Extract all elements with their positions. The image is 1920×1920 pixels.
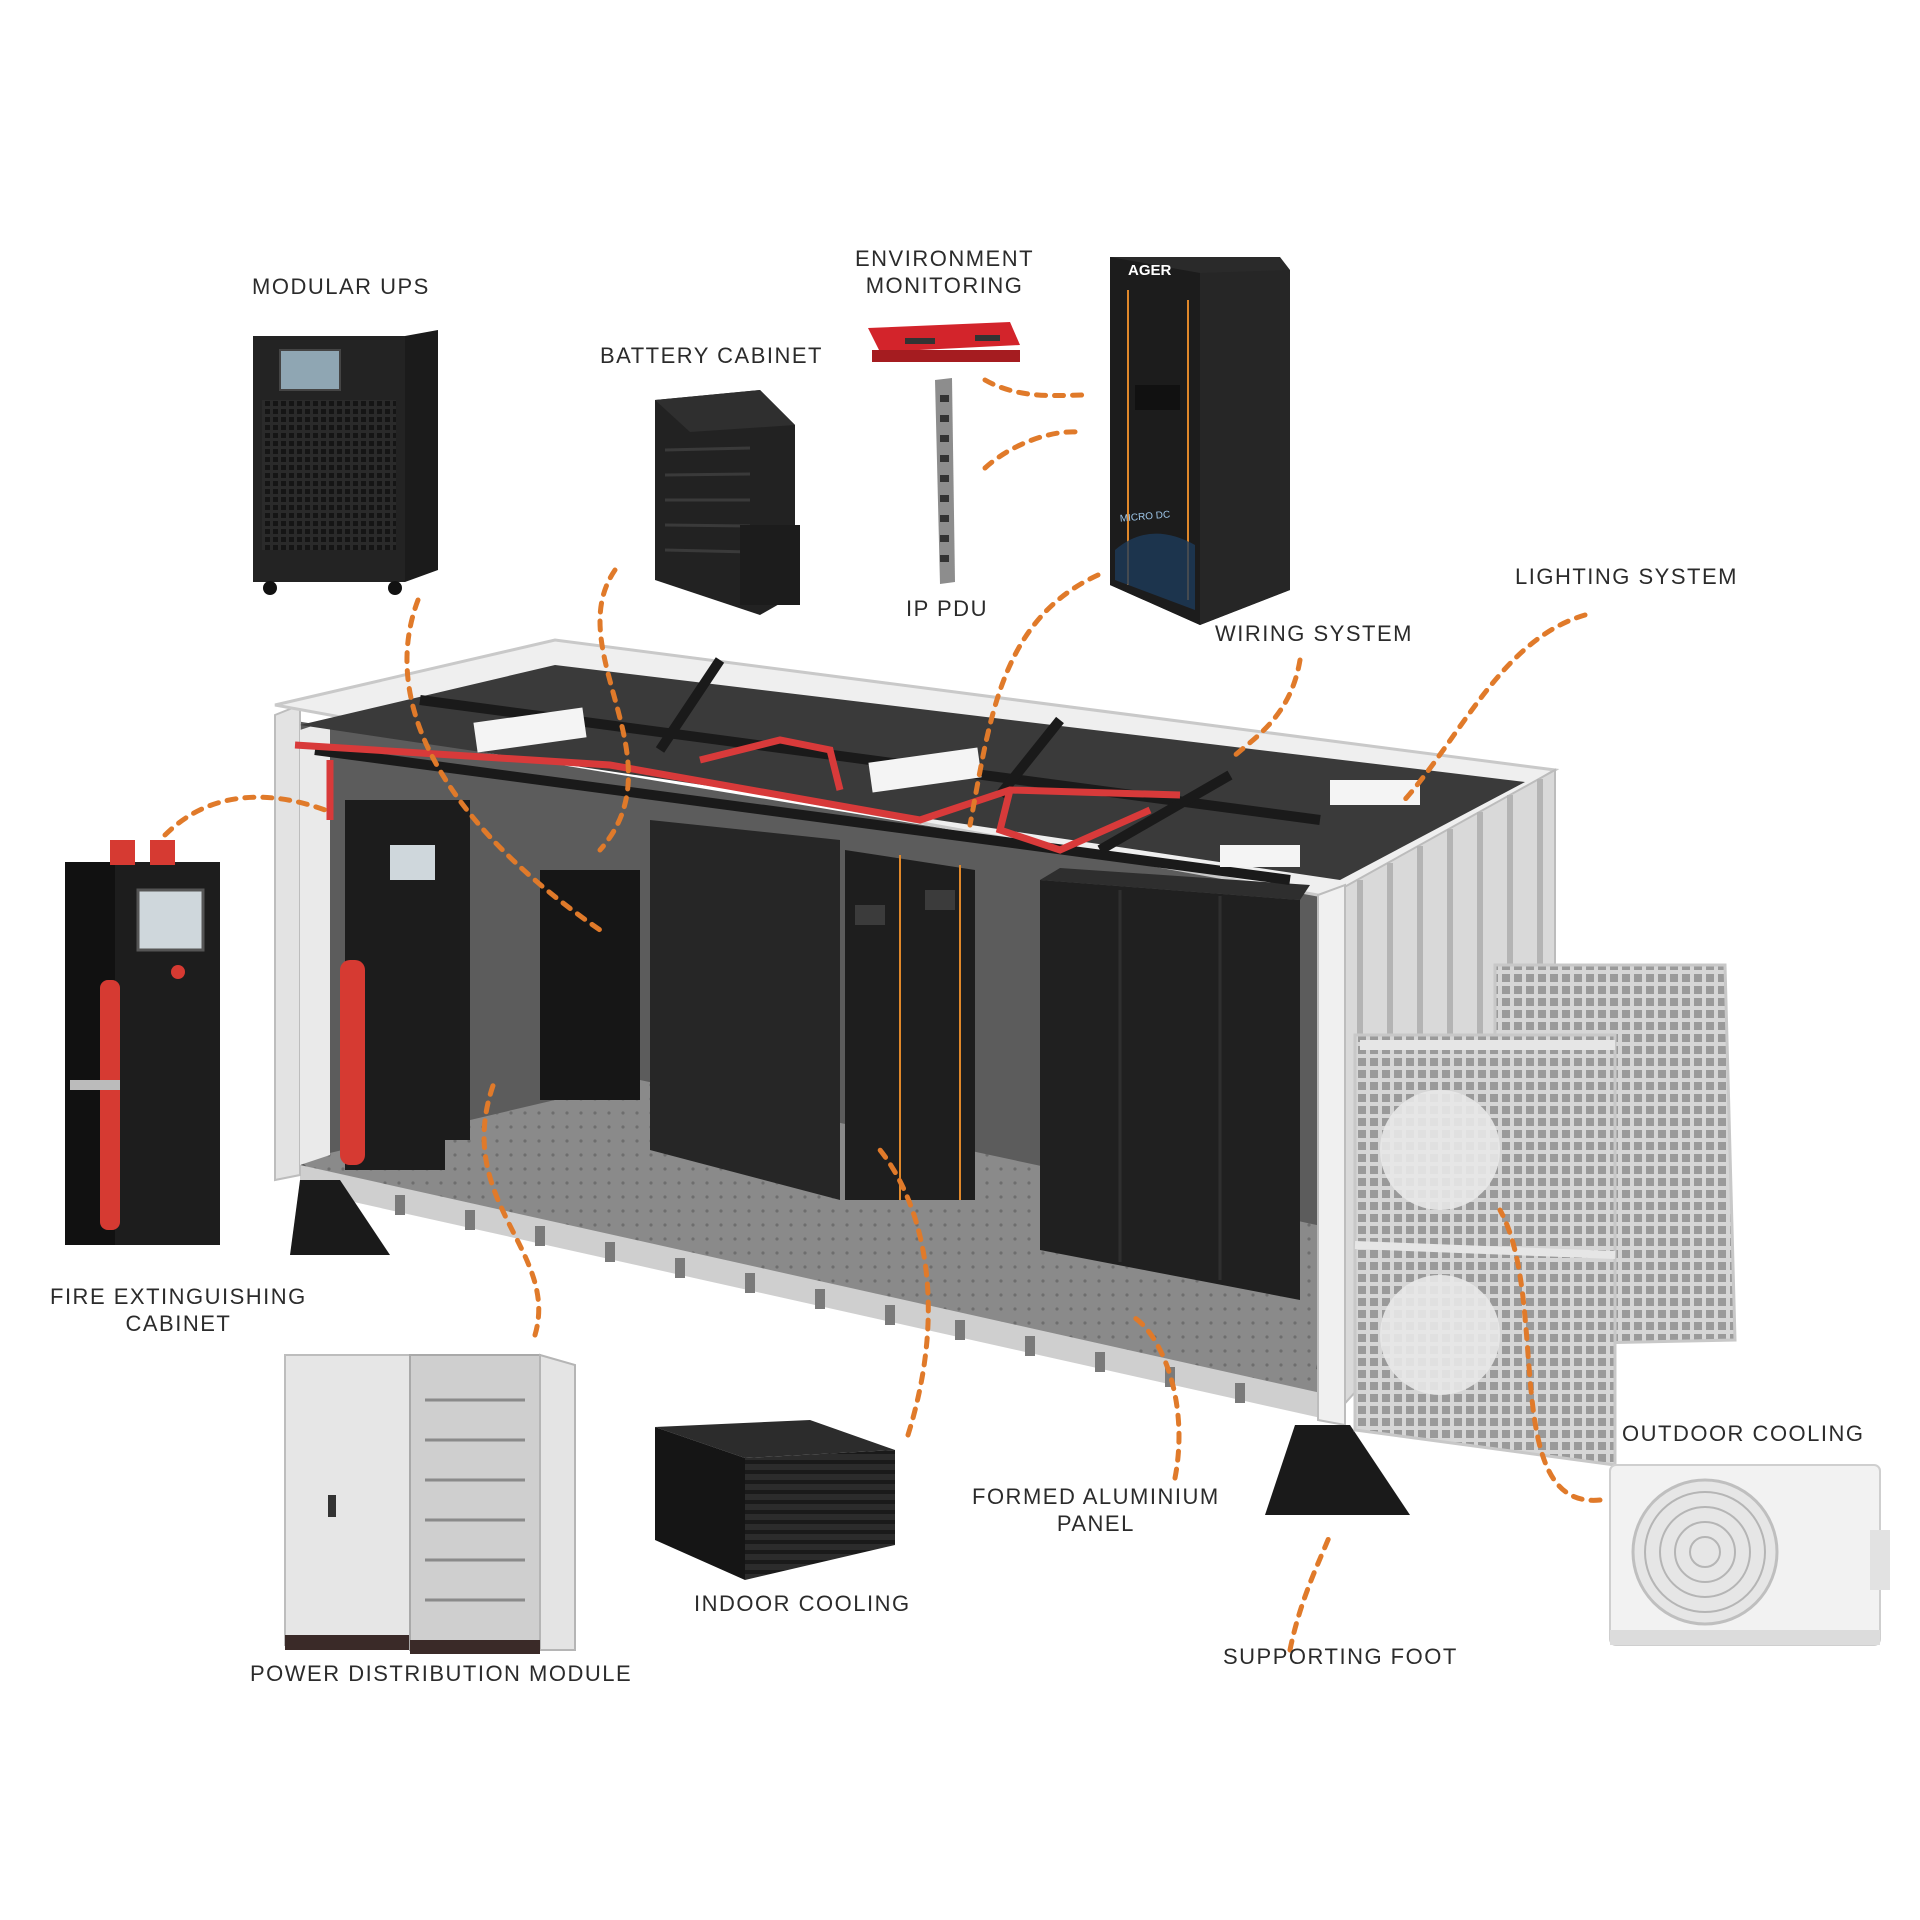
container-corner-post [1317,883,1346,1427]
light-panel-3 [1220,845,1300,867]
label-supporting-foot: SUPPORTING FOOT [1223,1644,1458,1669]
rack-model-text: MICRO DC [1119,509,1170,524]
label-outdoor-cooling: OUTDOOR COOLING [1622,1421,1865,1446]
leader-modular-ups [404,597,603,933]
container-condensers [1353,963,1737,1467]
ip-pdu-strip [935,378,955,584]
leader-environment-monitor [982,377,1088,399]
rack-row-1 [650,820,840,1200]
environment-monitor-device [868,322,1020,362]
micro-dc-rack [1110,257,1290,625]
light-panel-2 [868,747,982,793]
power-distribution-module-unit [284,1353,576,1654]
leader-lighting-system [1397,612,1588,808]
label-indoor-cooling: INDOOR COOLING [694,1591,911,1616]
leader-outdoor-cooling [1497,1207,1603,1503]
fire-extinguishing-cabinet-unit [65,840,220,1245]
leader-formed-aluminium [1127,1312,1182,1481]
leader-indoor-cooling [877,1147,931,1438]
label-environment-monitoring: ENVIRONMENT MONITORING [855,246,1035,298]
leader-battery-cabinet [597,567,631,853]
fire-suppression-piping [294,736,1181,854]
leader-ip-pdu [982,429,1081,471]
label-power-distribution-module: POWER DISTRIBUTION MODULE [250,1661,633,1686]
rack-row-3-top [1040,868,1310,900]
label-wiring-system: WIRING SYSTEM [1215,621,1413,646]
leader-lines [162,377,1603,1653]
rack-row-3 [1040,880,1300,1300]
rack-row-2 [845,850,975,1200]
indoor-racks [340,800,1310,1300]
modular-ups-unit [253,330,438,595]
label-ip-pdu: IP PDU [906,596,988,621]
container-left-frame [274,703,301,1182]
outdoor-cooling-unit [1609,1464,1890,1646]
battery-cabinet-unit [655,390,800,615]
leader-fire-extinguishing [162,794,328,838]
leader-micro-dc [967,572,1101,828]
container-left-end-wall [300,720,330,1165]
container-floor-main [300,1080,1340,1405]
leader-power-distribution [481,1077,542,1338]
extinguisher-in-container [340,960,365,1165]
support-feet [290,1180,1410,1515]
rack-logo-text: AGER [1128,262,1172,279]
light-panel-1 [473,707,587,753]
label-formed-aluminium-panel: FORMED ALUMINIUM PANEL [972,1484,1220,1536]
label-fire-extinguishing-cabinet: FIRE EXTINGUISHING CABINET [50,1284,307,1336]
leader-wiring-system [1227,657,1303,763]
battery-in-container [540,870,640,1100]
label-modular-ups: MODULAR UPS [252,274,430,299]
indoor-cooling-unit [655,1420,895,1580]
label-battery-cabinet: BATTERY CABINET [600,343,823,368]
leader-supporting-foot [1287,1532,1333,1653]
label-lighting-system: LIGHTING SYSTEM [1515,564,1738,589]
light-panel-4 [1330,780,1420,805]
